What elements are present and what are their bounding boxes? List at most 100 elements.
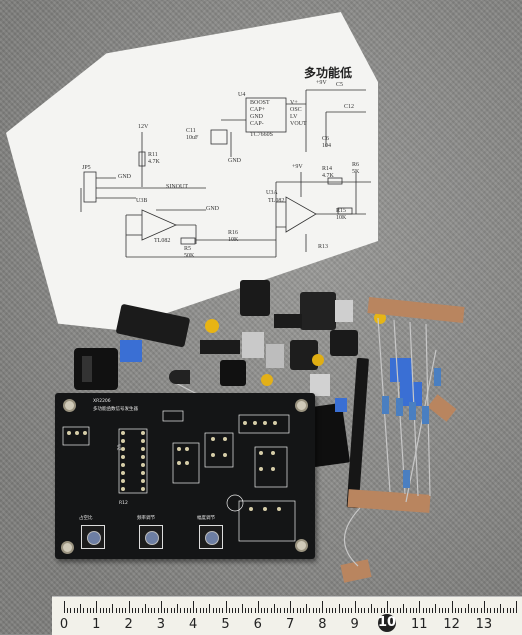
- ruler-tick: [96, 601, 98, 613]
- label-c11: C11 10uF: [186, 128, 199, 141]
- ruler-tick: [286, 608, 288, 613]
- ruler-tick: [186, 608, 188, 613]
- ruler-tick: [290, 601, 292, 613]
- ruler-tick: [490, 608, 492, 613]
- ruler-tick: [303, 608, 305, 613]
- ruler-tick: [67, 608, 69, 613]
- label-u3b: U3B: [136, 198, 148, 204]
- ruler-tick: [403, 604, 405, 613]
- label-c5: C5: [336, 82, 344, 88]
- ruler-tick: [273, 604, 275, 613]
- ruler-tick: [374, 608, 376, 613]
- pot-label-frequency: 频率调节: [137, 516, 155, 521]
- ruler-tick: [160, 601, 162, 613]
- ruler-tick: [422, 608, 424, 613]
- ruler-tick: [467, 604, 469, 613]
- ruler-tick: [480, 608, 482, 613]
- ruler-number: 12: [443, 617, 460, 632]
- pot-footprint: [81, 525, 105, 549]
- ruler-number: 6: [253, 617, 262, 632]
- ruler-tick: [322, 601, 324, 613]
- ruler-tick: [416, 608, 418, 613]
- ruler-tick: [500, 604, 502, 613]
- pot-footprint: [199, 525, 223, 549]
- label-p9v-2: +9V: [292, 164, 303, 170]
- label-u3a: U3A: [266, 190, 278, 196]
- ruler-tick: [441, 608, 443, 613]
- ruler-tick: [419, 601, 421, 613]
- ruler-tick: [383, 608, 385, 613]
- ruler-tick: [387, 601, 388, 613]
- ruler-tick: [157, 608, 159, 613]
- ruler-tick: [438, 608, 440, 613]
- mounting-hole: [295, 539, 308, 552]
- label-gnd: GND: [250, 114, 263, 120]
- label-r6: R6 5K: [352, 162, 360, 175]
- ruler-tick: [138, 608, 140, 613]
- ruler-tick: [167, 608, 169, 613]
- pcb-board: XR2206 多功能函数信号发生器 U2 R12 占空比 频率调节 幅度调节: [55, 393, 315, 559]
- ruler-tick: [458, 608, 460, 613]
- ruler-tick: [338, 604, 340, 613]
- ruler-tick: [105, 608, 107, 613]
- ruler-tick: [451, 601, 453, 613]
- button-cap: [220, 360, 246, 386]
- ruler-tick: [448, 608, 450, 613]
- label-r11: R11 4.7K: [148, 152, 160, 165]
- push-button: [240, 280, 270, 316]
- ruler-tick: [393, 608, 395, 613]
- ruler-tick: [151, 608, 153, 613]
- label-r15: R15 10K: [336, 208, 347, 221]
- ruler-tick: [144, 604, 146, 613]
- ruler-tick: [264, 608, 266, 613]
- label-vp: V+: [290, 100, 298, 106]
- ruler-tick: [277, 608, 279, 613]
- ruler-tick: [154, 608, 156, 613]
- label-ic: TC7660S: [250, 132, 274, 138]
- ruler-tick: [315, 608, 317, 613]
- ruler-tick: [80, 604, 82, 613]
- label-r5: R5 50K: [184, 246, 195, 259]
- component-pile: [74, 280, 465, 583]
- ruler-tick: [345, 608, 346, 613]
- ruler-tick: [361, 608, 363, 613]
- ruler-tick: [180, 608, 182, 613]
- ruler-tick: [509, 608, 511, 613]
- ruler-tick: [270, 608, 272, 613]
- ruler-tick: [89, 608, 91, 613]
- ruler-tick: [73, 608, 75, 613]
- ruler-tick: [293, 608, 295, 613]
- ruler-tick: [261, 608, 263, 613]
- label-r16: R16 10K: [228, 230, 239, 243]
- ruler-tick: [231, 608, 233, 613]
- ruler-tick: [351, 608, 353, 613]
- ruler-tick: [164, 608, 166, 613]
- label-gnd3: GND: [118, 174, 131, 180]
- pot-label-duty: 占空比: [79, 516, 93, 521]
- ruler-tick: [319, 608, 321, 613]
- ic-chip: [306, 403, 350, 467]
- ruler-tick: [390, 608, 392, 613]
- ruler-tick: [257, 601, 259, 613]
- schematic-lines: [80, 89, 371, 258]
- ruler-tick: [244, 608, 246, 613]
- ruler-tick: [189, 608, 191, 613]
- ruler-tick: [309, 608, 311, 613]
- ruler-tick: [212, 608, 214, 613]
- ruler-tick: [335, 608, 337, 613]
- ruler-tick: [428, 608, 430, 613]
- label-p9v: +9V: [316, 80, 327, 86]
- ruler-number: 13: [475, 617, 493, 632]
- ruler-tick: [193, 601, 195, 613]
- ruler-tick: [493, 608, 495, 613]
- pcb-title: XR2206: [93, 399, 111, 404]
- label-osc: OSC: [290, 107, 302, 113]
- ruler-tick: [299, 608, 301, 613]
- ruler-number: 9: [350, 617, 359, 632]
- ruler-tick: [219, 608, 221, 613]
- ruler-tick: [325, 608, 327, 613]
- ruler-tick: [283, 608, 285, 613]
- mounting-hole: [63, 399, 76, 412]
- ruler-tick: [86, 608, 88, 613]
- ruler-tick: [222, 608, 224, 613]
